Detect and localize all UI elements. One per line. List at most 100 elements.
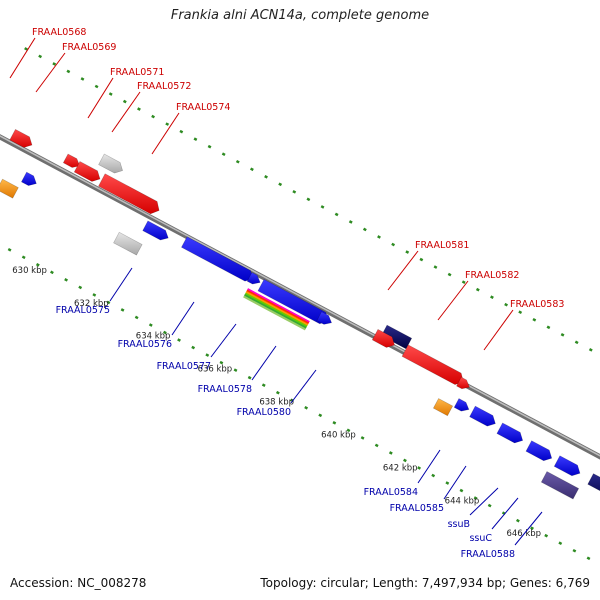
tick-mark-upper <box>348 220 353 224</box>
gene-arrow <box>244 292 308 328</box>
tick-mark-upper <box>475 287 480 292</box>
scale-label: 642 kbp <box>383 463 418 473</box>
tick-mark-upper <box>447 272 452 277</box>
gene-arrow <box>62 153 81 168</box>
gene-label: FRAAL0568 <box>32 27 86 38</box>
tick-mark-upper <box>207 144 212 149</box>
gene-label: FRAAL0585 <box>390 503 444 514</box>
tick-mark-lower <box>558 541 563 546</box>
label-leader-line <box>443 465 467 500</box>
gene-arrow <box>247 288 310 324</box>
gene-label: FRAAL0582 <box>465 270 519 281</box>
tick-mark-upper <box>419 257 424 262</box>
gene-label: ssuB <box>448 519 470 530</box>
tick-mark-upper <box>38 54 43 59</box>
tick-mark-lower <box>304 405 309 410</box>
label-leader-line <box>417 449 441 484</box>
tick-mark-lower <box>572 548 577 553</box>
gene-label: FRAAL0588 <box>461 549 515 560</box>
scale-label: 638 kbp <box>259 398 294 408</box>
gene-label: FRAAL0574 <box>176 102 230 113</box>
tick-mark-lower <box>247 375 252 380</box>
tick-mark-lower <box>459 488 464 493</box>
tick-mark-upper <box>264 174 268 179</box>
label-leader-line <box>171 301 195 336</box>
gene-arrow <box>540 471 580 500</box>
tick-mark-upper <box>306 197 311 202</box>
gene-arrow <box>113 231 143 256</box>
label-leader-line <box>469 487 499 516</box>
tick-mark-lower <box>21 255 26 260</box>
tick-mark-upper <box>193 137 198 141</box>
gene-arrow <box>98 173 160 215</box>
tick-mark-upper <box>320 205 325 209</box>
tick-mark-upper <box>588 348 593 352</box>
tick-mark-lower <box>346 428 351 433</box>
tick-mark-upper <box>490 295 494 300</box>
tick-mark-upper <box>532 317 537 322</box>
gene-label: ssuC <box>469 533 492 544</box>
label-leader-line <box>9 37 36 79</box>
tick-mark-upper <box>377 235 381 239</box>
tick-mark-upper <box>80 77 85 81</box>
gene-label: FRAAL0577 <box>157 361 211 372</box>
label-leader-line <box>109 267 133 302</box>
gene-arrow <box>469 405 496 427</box>
gene-arrow <box>587 473 600 492</box>
tick-mark-lower <box>35 263 40 267</box>
tick-mark-lower <box>92 293 97 297</box>
tick-mark-upper <box>24 47 28 51</box>
label-leader-line <box>151 112 180 155</box>
genome-backbone <box>0 134 600 460</box>
tick-mark-lower <box>275 390 280 395</box>
tick-mark-lower <box>388 451 393 455</box>
tick-mark-upper <box>66 69 71 74</box>
scale-label: 644 kbp <box>445 496 480 506</box>
tick-mark-lower <box>530 526 534 530</box>
label-leader-line <box>111 91 141 133</box>
gene-arrow <box>432 398 454 417</box>
tick-mark-upper <box>433 265 438 269</box>
tick-mark-upper <box>560 333 565 337</box>
tick-mark-lower <box>106 300 111 305</box>
gene-arrow <box>98 153 123 174</box>
tick-mark-lower <box>318 413 323 418</box>
tick-mark-upper <box>221 152 226 157</box>
tick-mark-upper <box>151 114 155 119</box>
tick-mark-lower <box>544 533 549 538</box>
tick-mark-lower <box>360 436 365 440</box>
gene-arrow <box>73 161 101 182</box>
label-leader-line <box>483 309 514 351</box>
gene-arrow <box>21 171 37 186</box>
tick-mark-upper <box>122 99 127 104</box>
tick-mark-lower <box>148 323 153 327</box>
tick-mark-upper <box>52 62 57 66</box>
gene-arrow <box>371 328 395 348</box>
tick-mark-upper <box>518 310 523 315</box>
tick-mark-upper <box>165 122 170 126</box>
gene-arrow <box>401 344 464 385</box>
label-leader-line <box>290 369 317 404</box>
tick-mark-lower <box>261 383 266 388</box>
tick-mark-upper <box>94 84 99 89</box>
tick-mark-lower <box>417 466 421 470</box>
tick-mark-lower <box>233 368 238 372</box>
tick-mark-upper <box>292 190 297 194</box>
tick-mark-upper <box>362 227 367 232</box>
gene-label: FRAAL0580 <box>237 407 291 418</box>
gene-arrow <box>496 422 524 444</box>
gene-arrow <box>453 398 470 412</box>
gene-label: FRAAL0572 <box>137 81 191 92</box>
label-leader-line <box>437 280 469 321</box>
tick-mark-upper <box>574 340 579 345</box>
label-leader-line <box>491 497 519 530</box>
label-leader-line <box>251 345 277 381</box>
label-leader-line <box>210 323 237 358</box>
label-leader-line <box>514 511 543 546</box>
tick-mark-lower <box>120 308 125 312</box>
gene-label: FRAAL0571 <box>110 67 164 78</box>
tick-mark-lower <box>374 443 379 448</box>
tick-mark-lower <box>64 278 68 282</box>
